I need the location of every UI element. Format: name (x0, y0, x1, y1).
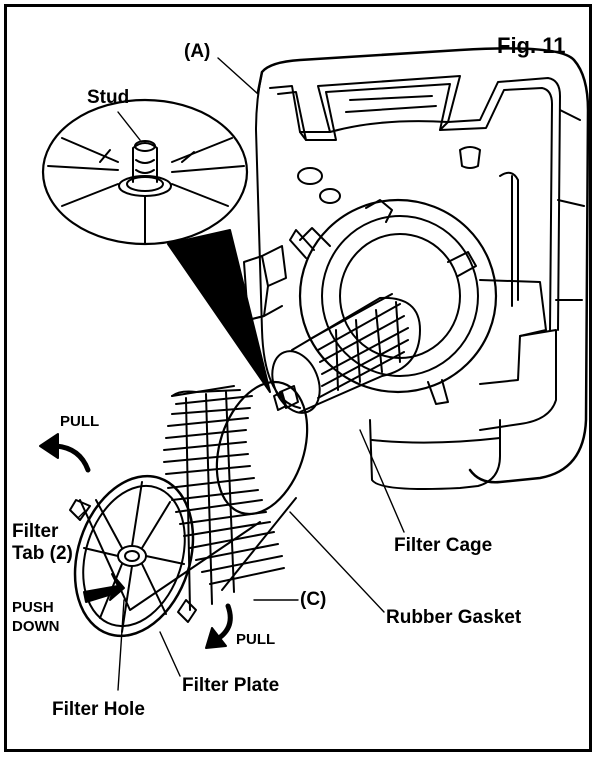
pull-arrow-bottom (205, 603, 233, 649)
label-push-line2: DOWN (12, 618, 60, 635)
label-filter-tab-line2: Tab (2) (12, 543, 73, 564)
filter-cage-drawing (271, 198, 498, 414)
push-down-arrow (83, 573, 125, 603)
label-filter-tab-line1: Filter (12, 521, 59, 542)
label-filter-plate: Filter Plate (182, 675, 280, 696)
detail-callout-cone (167, 229, 271, 393)
hepa-filter (69, 380, 309, 638)
label-filter-cage: Filter Cage (394, 535, 493, 556)
label-pull-top: PULL (60, 413, 100, 430)
label-pull-bottom: PULL (236, 631, 276, 648)
pull-arrow-top (39, 433, 91, 473)
label-push-line1: PUSH (12, 599, 54, 616)
leader-lines (77, 57, 405, 691)
label-a: (A) (184, 41, 211, 62)
stud-detail-inset (41, 98, 249, 246)
label-c: (C) (300, 589, 327, 610)
figure-title: Fig. 11 (497, 33, 566, 58)
vacuum-housing (255, 47, 590, 490)
label-rubber-gasket: Rubber Gasket (386, 607, 522, 628)
figure-frame (4, 4, 592, 752)
label-filter-hole: Filter Hole (52, 699, 145, 720)
label-stud: Stud (87, 87, 130, 108)
